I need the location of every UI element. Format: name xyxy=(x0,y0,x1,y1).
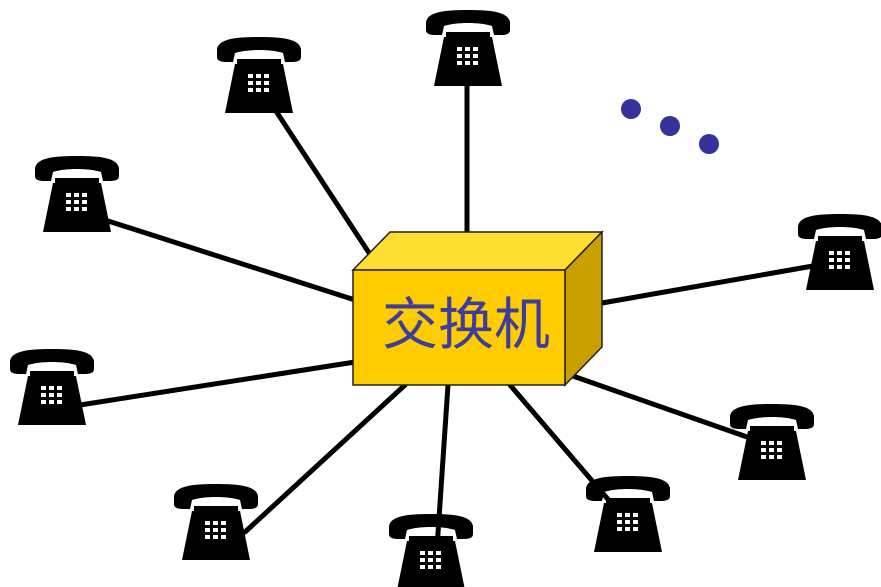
ellipsis-dots xyxy=(621,99,719,154)
telephone-icon xyxy=(586,476,670,552)
switch-top-face xyxy=(351,231,604,271)
telephone-icon xyxy=(174,484,258,560)
switch-front-face xyxy=(352,269,566,386)
telephone-icon xyxy=(35,156,119,232)
line-right-upper xyxy=(599,260,833,306)
dot xyxy=(660,116,680,136)
telephone-icon xyxy=(730,404,814,480)
telephone-icon xyxy=(426,10,510,86)
dot xyxy=(699,134,719,154)
switch-box: 交换机 xyxy=(351,230,604,387)
dot xyxy=(621,99,641,119)
telephone-icon xyxy=(217,37,301,113)
telephone-icon xyxy=(798,214,881,290)
line-bottom-left xyxy=(242,382,408,535)
line-left-upper xyxy=(102,217,358,303)
telephone-icon xyxy=(10,349,94,425)
line-left-lower xyxy=(77,359,358,408)
telephone-icon xyxy=(389,514,473,587)
line-right-lower xyxy=(567,372,773,448)
line-top-left xyxy=(269,102,378,265)
switch-label: 交换机 xyxy=(382,293,550,358)
